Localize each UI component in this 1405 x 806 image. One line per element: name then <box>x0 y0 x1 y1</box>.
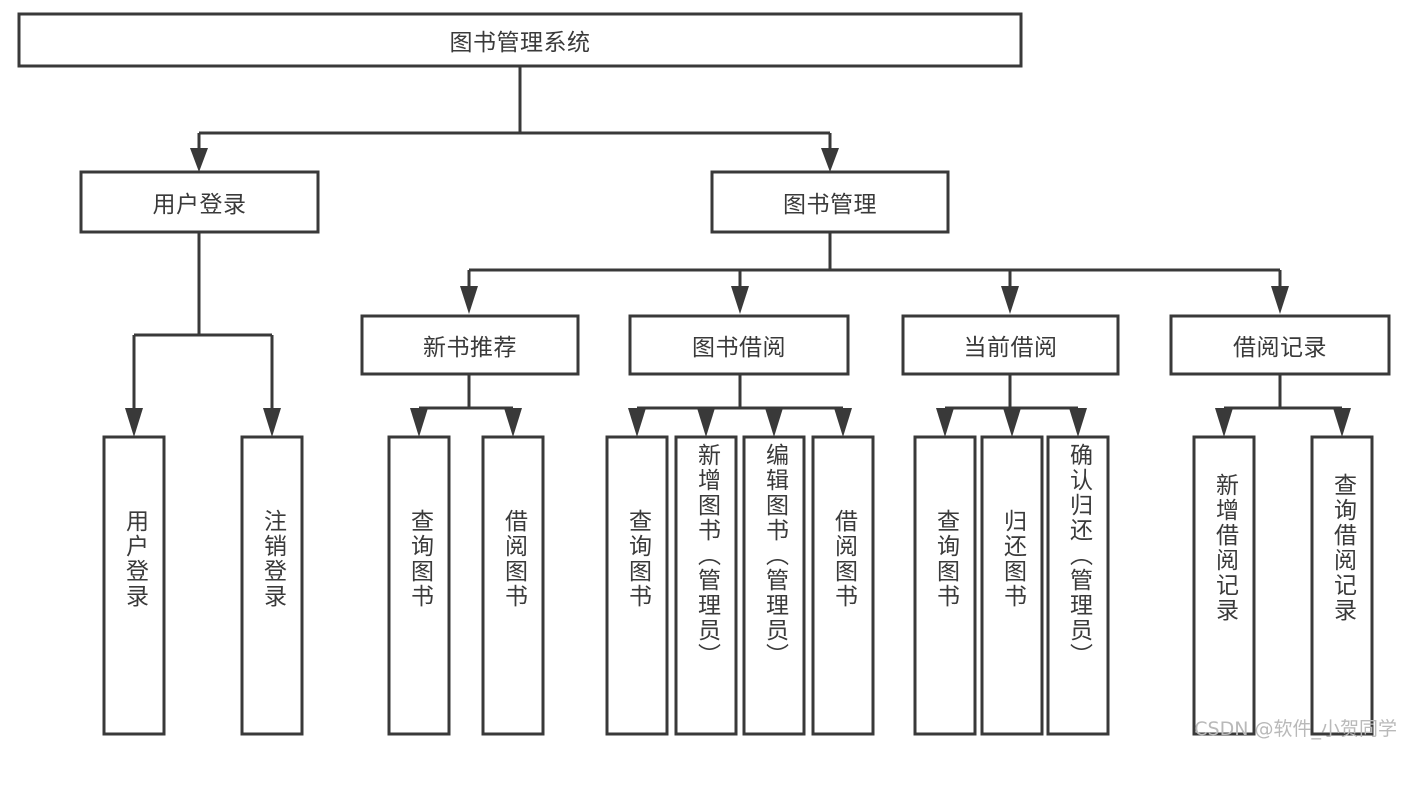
arrowhead-cb-return-book <box>1003 408 1021 437</box>
arrowhead-new-book-recommend <box>460 286 478 314</box>
node-user-login-box[interactable] <box>79 170 320 234</box>
leaf-box-user-login[interactable] <box>102 435 166 736</box>
arrowhead-user-login <box>190 148 208 172</box>
arrowhead-borrow-record <box>1271 286 1289 314</box>
leaf-box-br-add-record[interactable] <box>1192 435 1256 736</box>
leaf-box-cb-confirm-return[interactable] <box>1046 435 1110 736</box>
node-root-box[interactable] <box>17 12 1023 68</box>
node-book-manage-box[interactable] <box>710 170 950 234</box>
arrowhead-bb-add-book <box>697 408 715 437</box>
leaf-box-bb-edit-book[interactable] <box>742 435 806 736</box>
arrowhead-br-query-record <box>1333 408 1351 437</box>
node-borrow-record-box[interactable] <box>1169 314 1391 376</box>
leaf-box-bb-query-book[interactable] <box>605 435 669 736</box>
leaf-box-logout[interactable] <box>240 435 304 736</box>
leaf-box-nb-borrow-book[interactable] <box>481 435 545 736</box>
arrowhead-nb-query-book <box>410 408 428 437</box>
leaf-box-bb-borrow-book[interactable] <box>811 435 875 736</box>
leaf-box-bb-add-book[interactable] <box>674 435 738 736</box>
tree-diagram-svg <box>17 12 1391 736</box>
arrowhead-book-manage <box>821 148 839 172</box>
arrowhead-book-borrow <box>731 286 749 314</box>
node-current-borrow-box[interactable] <box>901 314 1120 376</box>
arrowhead-leaf-user-login <box>125 408 143 437</box>
arrowhead-bb-query-book <box>628 408 646 437</box>
arrowhead-br-add-record <box>1215 408 1233 437</box>
leaf-box-br-query-record[interactable] <box>1310 435 1374 736</box>
arrowhead-nb-borrow-book <box>504 408 522 437</box>
leaf-box-nb-query-book[interactable] <box>387 435 451 736</box>
arrowhead-leaf-logout <box>263 408 281 437</box>
leaf-box-cb-query-book[interactable] <box>913 435 977 736</box>
arrowhead-bb-borrow-book <box>834 408 852 437</box>
arrowhead-cb-confirm-return <box>1069 408 1087 437</box>
leaf-box-cb-return-book[interactable] <box>980 435 1044 736</box>
node-new-book-recommend-box[interactable] <box>360 314 580 376</box>
node-book-borrow-box[interactable] <box>628 314 850 376</box>
arrowhead-current-borrow <box>1001 286 1019 314</box>
arrowhead-bb-edit-book <box>765 408 783 437</box>
diagram-canvas-root: 图书管理系统 用户登录 图书管理 新书推荐 图书借阅 当前借阅 借阅记录 用户登… <box>17 12 1397 740</box>
arrowhead-cb-query-book <box>936 408 954 437</box>
